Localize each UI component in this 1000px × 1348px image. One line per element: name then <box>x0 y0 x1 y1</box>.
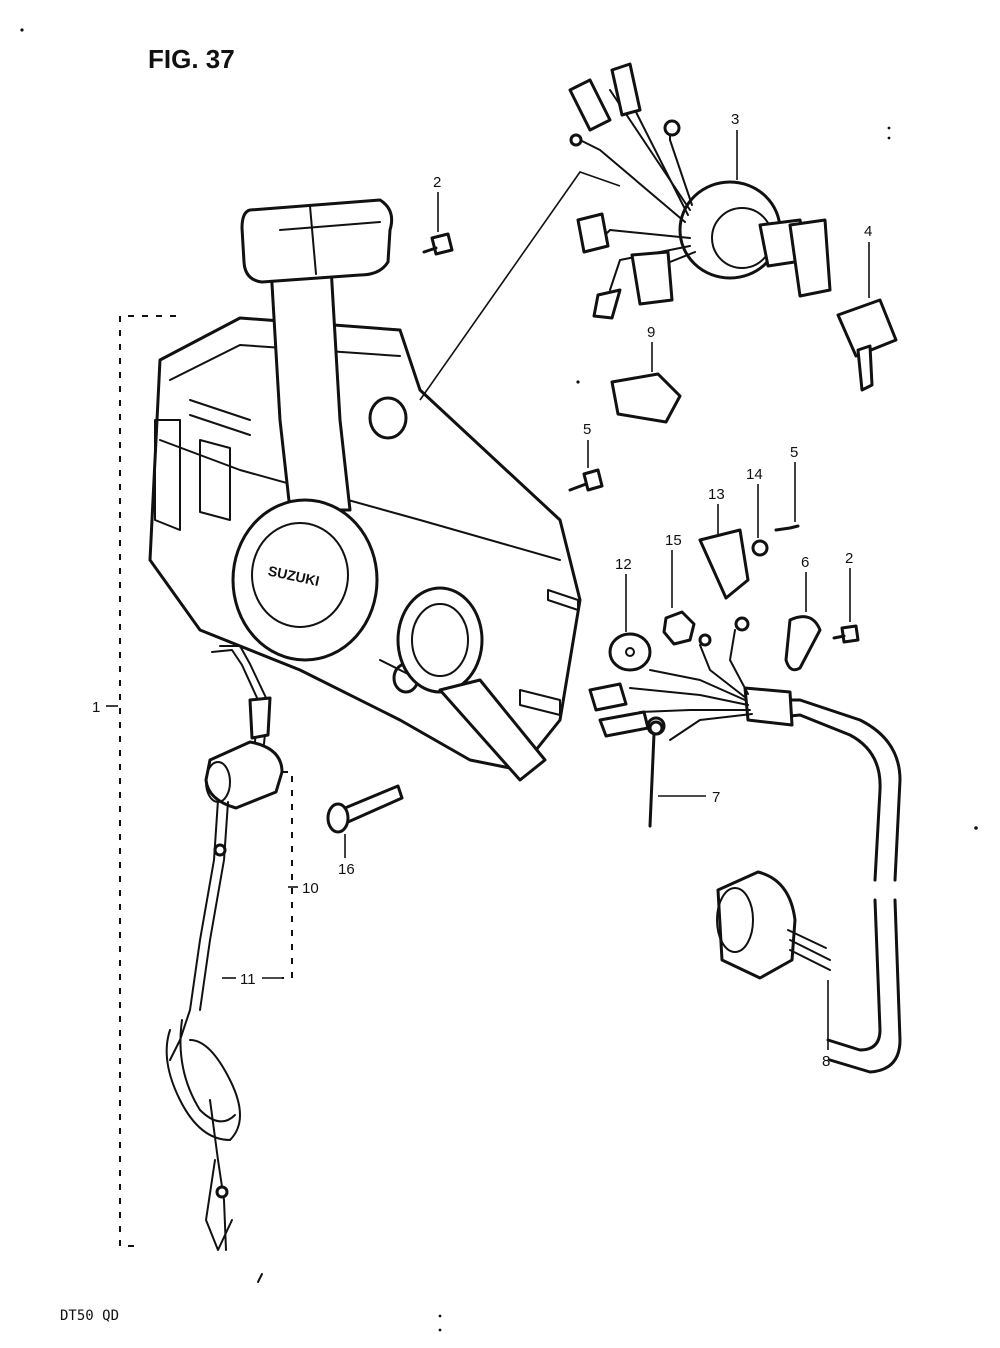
lanyard-cord <box>165 799 241 1251</box>
callout-5-right: 5 <box>790 444 798 461</box>
callout-11: 11 <box>240 971 256 988</box>
callout-9: 9 <box>647 324 655 341</box>
screw-top <box>422 232 454 256</box>
screw-5-right <box>774 524 800 532</box>
washer-12 <box>608 632 652 672</box>
plate-9 <box>610 372 682 424</box>
callout-16: 16 <box>338 861 355 878</box>
callout-14: 14 <box>746 466 763 483</box>
bracket-13 <box>698 528 750 600</box>
pin-7 <box>648 720 664 828</box>
washer-14 <box>751 539 769 557</box>
callout-2-right: 2 <box>845 550 853 567</box>
harness-connector <box>716 870 831 980</box>
callout-12: 12 <box>615 556 632 573</box>
key-switch-harness <box>568 62 696 320</box>
screw-2-right <box>832 624 860 644</box>
bracket-1 <box>119 315 176 1247</box>
callout-7: 7 <box>712 789 720 806</box>
key-switch <box>678 180 832 298</box>
screw-5-left <box>568 468 604 492</box>
emergency-stop-switch <box>204 645 284 810</box>
clamp-6 <box>784 615 822 672</box>
callout-4: 4 <box>864 223 872 240</box>
callout-2-top: 2 <box>433 174 441 191</box>
nut-15 <box>662 610 696 646</box>
callout-1: 1 <box>92 699 100 716</box>
main-harness <box>588 616 902 1074</box>
figure-title: FIG. 37 <box>148 44 235 74</box>
scan-marks <box>20 28 978 1332</box>
bracket-10-11 <box>282 771 293 979</box>
callout-8: 8 <box>822 1053 830 1070</box>
callout-3: 3 <box>731 111 739 128</box>
callout-10: 10 <box>302 880 319 897</box>
ignition-key <box>836 298 898 392</box>
callout-15: 15 <box>665 532 682 549</box>
bolt-16 <box>326 784 404 834</box>
callout-5-left: 5 <box>583 421 591 438</box>
callout-6: 6 <box>801 554 809 571</box>
footer-code: DT50 QD <box>60 1308 119 1324</box>
throttle-lever <box>396 586 547 782</box>
callout-13: 13 <box>708 486 725 503</box>
control-lever: SUZUKI <box>231 198 394 662</box>
